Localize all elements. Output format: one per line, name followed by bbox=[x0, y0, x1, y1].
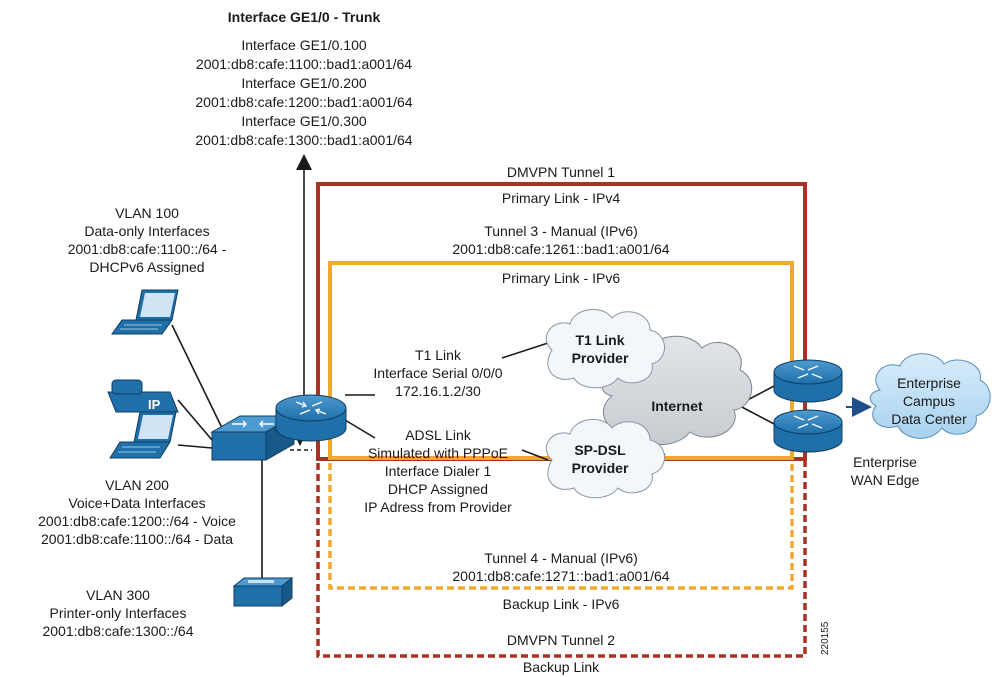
t1-provider-label: T1 Link bbox=[575, 332, 624, 348]
trunk-labels: Interface GE1/0 - Trunk Interface GE1/0.… bbox=[195, 9, 412, 148]
adsl-labels: ADSL Link Simulated with PPPoE Interface… bbox=[364, 427, 512, 515]
wan-edge-line: Enterprise bbox=[853, 454, 917, 470]
vlan100-line: Data-only Interfaces bbox=[84, 223, 209, 239]
laptop-vlan100-icon bbox=[111, 289, 179, 335]
adsl-line: Simulated with PPPoE bbox=[368, 445, 508, 461]
internet-label: Internet bbox=[651, 398, 703, 414]
tunnel1-sub: Primary Link - IPv4 bbox=[502, 190, 620, 206]
wan-edge-line: WAN Edge bbox=[851, 472, 920, 488]
t1link-labels: T1 Link Interface Serial 0/0/0 172.16.1.… bbox=[373, 347, 502, 399]
tunnel1-labels: DMVPN Tunnel 1 Primary Link - IPv4 bbox=[502, 164, 620, 206]
trunk-title: Interface GE1/0 - Trunk bbox=[228, 9, 381, 25]
vlan300-line: Printer-only Interfaces bbox=[50, 605, 187, 621]
vlan200-line: VLAN 200 bbox=[105, 477, 169, 493]
printer-icon bbox=[232, 576, 294, 608]
tunnel4-sub: Backup Link - IPv6 bbox=[503, 596, 620, 612]
tunnel1-title: DMVPN Tunnel 1 bbox=[507, 164, 615, 180]
vlan300-line: 2001:db8:cafe:1300::/64 bbox=[42, 623, 193, 639]
tunnel4-line1: Tunnel 4 - Manual (IPv6) bbox=[484, 550, 638, 566]
t1-provider-cloud bbox=[545, 309, 665, 389]
figure-id: 220155 bbox=[820, 621, 831, 655]
t1link-line: T1 Link bbox=[415, 347, 462, 363]
trunk-line: 2001:db8:cafe:1100::bad1:a001/64 bbox=[196, 56, 412, 72]
t1-provider-label: Provider bbox=[572, 350, 629, 366]
tunnel3-labels: Tunnel 3 - Manual (IPv6) 2001:db8:cafe:1… bbox=[452, 223, 669, 286]
vlan200-line: 2001:db8:cafe:1200::/64 - Voice bbox=[38, 513, 236, 529]
vlan200-labels: VLAN 200 Voice+Data Interfaces 2001:db8:… bbox=[38, 477, 236, 547]
wan-edge-router-top-icon bbox=[773, 359, 843, 403]
trunk-line: 2001:db8:cafe:1300::bad1:a001/64 bbox=[195, 132, 412, 148]
tunnel3-sub: Primary Link - IPv6 bbox=[502, 270, 620, 286]
tunnel2-title: DMVPN Tunnel 2 bbox=[507, 632, 615, 648]
vlan100-line: VLAN 100 bbox=[115, 205, 179, 221]
t1link-line: Interface Serial 0/0/0 bbox=[373, 365, 502, 381]
tunnel3-line2: 2001:db8:cafe:1261::bad1:a001/64 bbox=[452, 241, 669, 257]
vlan300-line: VLAN 300 bbox=[86, 587, 150, 603]
t1link-line: 172.16.1.2/30 bbox=[395, 383, 481, 399]
trunk-line: 2001:db8:cafe:1200::bad1:a001/64 bbox=[195, 94, 412, 110]
trunk-line: Interface GE1/0.100 bbox=[241, 37, 367, 53]
adsl-line: ADSL Link bbox=[405, 427, 472, 443]
dsl-provider-label: SP-DSL bbox=[574, 442, 626, 458]
dmvpn-tunnel-2-box bbox=[316, 452, 807, 658]
enterprise-data-center-cloud bbox=[869, 353, 991, 439]
adsl-line: DHCP Assigned bbox=[388, 481, 488, 497]
trunk-line: Interface GE1/0.300 bbox=[241, 113, 367, 129]
tunnel4-line2: 2001:db8:cafe:1271::bad1:a001/64 bbox=[452, 568, 669, 584]
trunk-line: Interface GE1/0.200 bbox=[241, 75, 367, 91]
ip-phone-icon: IP bbox=[107, 379, 179, 413]
switch-icon bbox=[210, 415, 296, 461]
tunnel3-line1: Tunnel 3 - Manual (IPv6) bbox=[484, 223, 638, 239]
enterprise-cloud-label: Campus bbox=[903, 393, 955, 409]
wan-edge-labels: Enterprise WAN Edge bbox=[851, 454, 920, 488]
enterprise-cloud-label: Data Center bbox=[891, 411, 967, 427]
adsl-line: IP Adress from Provider bbox=[364, 499, 512, 515]
tunnel4-labels: Tunnel 4 - Manual (IPv6) 2001:db8:cafe:1… bbox=[452, 550, 669, 612]
vlan100-labels: VLAN 100 Data-only Interfaces 2001:db8:c… bbox=[68, 205, 227, 275]
enterprise-cloud-label: Enterprise bbox=[897, 375, 961, 391]
cloud-labels: T1 Link Provider Internet SP-DSL Provide… bbox=[572, 332, 967, 476]
adsl-line: Interface Dialer 1 bbox=[385, 463, 492, 479]
vlan200-line: 2001:db8:cafe:1100::/64 - Data bbox=[41, 531, 233, 547]
vlan200-line: Voice+Data Interfaces bbox=[68, 495, 205, 511]
wan-edge-router-bottom-icon bbox=[773, 409, 843, 453]
vlan100-line: 2001:db8:cafe:1100::/64 - bbox=[68, 241, 227, 257]
ip-phone-label: IP bbox=[148, 397, 161, 412]
dsl-provider-label: Provider bbox=[572, 460, 629, 476]
sp-dsl-provider-cloud bbox=[545, 419, 665, 499]
tunnel2-sub: Backup Link bbox=[523, 659, 600, 675]
laptop-vlan200-icon bbox=[109, 411, 177, 459]
branch-router-icon bbox=[275, 394, 347, 442]
tunnel-4-box bbox=[328, 452, 794, 590]
tunnel2-labels: DMVPN Tunnel 2 Backup Link bbox=[507, 632, 615, 675]
vlan100-line: DHCPv6 Assigned bbox=[89, 259, 204, 275]
vlan300-labels: VLAN 300 Printer-only Interfaces 2001:db… bbox=[42, 587, 193, 639]
